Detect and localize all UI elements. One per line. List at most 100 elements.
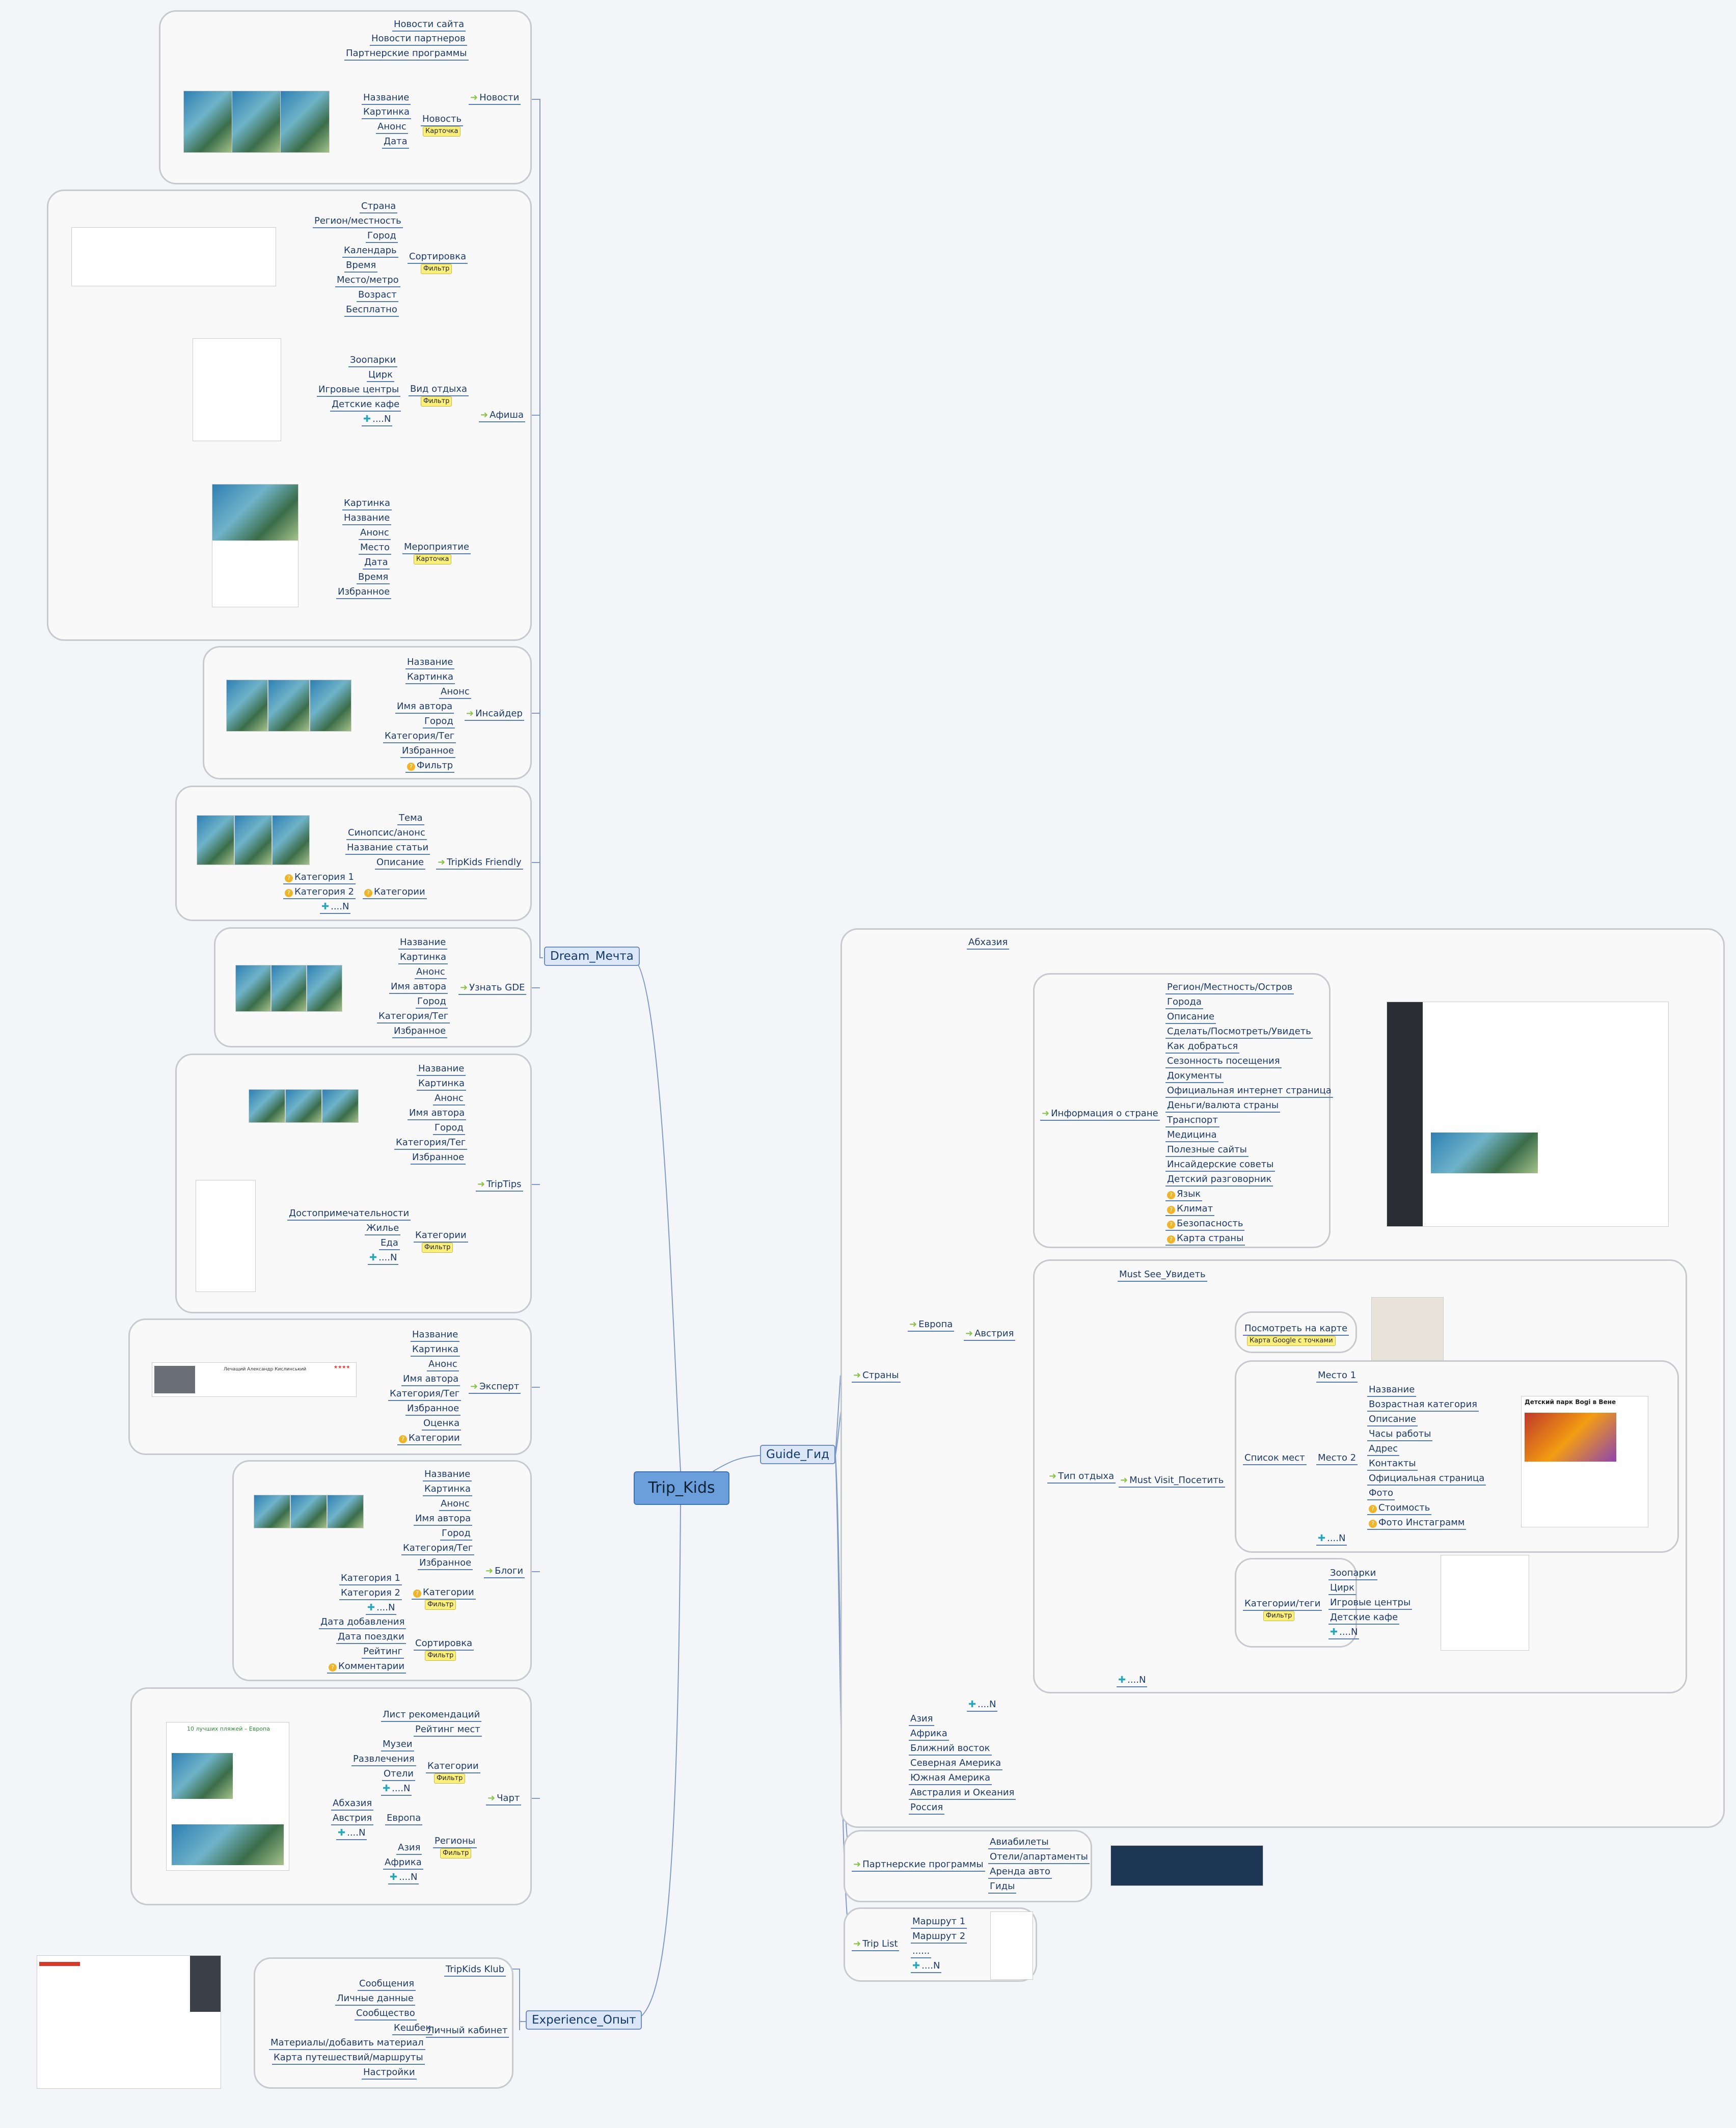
expert-node[interactable]: ➜Эксперт <box>469 1381 521 1394</box>
triptips-item[interactable]: Картинка <box>417 1078 467 1091</box>
chart-europe-item[interactable]: Австрия <box>331 1812 374 1825</box>
country-info-item[interactable]: Города <box>1165 996 1203 1009</box>
europe-node[interactable]: ➜Европа <box>908 1318 955 1332</box>
tkf-item[interactable]: Синопсис/анонс <box>346 827 427 840</box>
sort-item[interactable]: Возраст <box>357 289 398 302</box>
country-info-item[interactable]: ?Карта страны <box>1165 1232 1245 1246</box>
blogs-cat-item[interactable]: Категория 2 <box>339 1587 402 1600</box>
rest-type-more[interactable]: ✚....N <box>1117 1674 1148 1687</box>
partner-item[interactable]: Аренда авто <box>988 1866 1052 1879</box>
place2-node[interactable]: Место 2 <box>1316 1452 1358 1465</box>
expert-cat[interactable]: ?Категории <box>397 1432 462 1445</box>
region-item[interactable]: Австралия и Океания <box>909 1787 1016 1800</box>
tkf-item[interactable]: Тема <box>397 812 424 825</box>
gde-node[interactable]: ➜Узнать GDE <box>458 982 527 995</box>
gde-item[interactable]: Категория/Тег <box>377 1010 450 1023</box>
country-info-item[interactable]: Медицина <box>1165 1129 1218 1142</box>
route-item[interactable]: Маршрут 1 <box>911 1916 967 1929</box>
insider-item[interactable]: Избранное <box>400 745 456 758</box>
place-item[interactable]: Официальная страница <box>1367 1472 1486 1486</box>
event-item[interactable]: Избранное <box>336 586 392 599</box>
expert-item[interactable]: Имя автора <box>401 1373 460 1386</box>
gde-item[interactable]: Город <box>416 995 448 1009</box>
sort-item[interactable]: Время <box>344 259 378 273</box>
country-info-item[interactable]: ?Язык <box>1165 1188 1203 1201</box>
rest-type-node[interactable]: ➜Тип отдыха <box>1047 1470 1116 1484</box>
chart-europe-item[interactable]: Абхазия <box>331 1797 374 1811</box>
chart-node[interactable]: ➜Чарт <box>486 1792 522 1806</box>
gde-item[interactable]: Избранное <box>392 1025 448 1038</box>
country-info-item[interactable]: Официальная интернет страница <box>1165 1085 1333 1098</box>
countries-node[interactable]: ➜Страны <box>852 1369 901 1383</box>
region-item[interactable]: Южная Америка <box>909 1772 992 1785</box>
rest-item[interactable]: Цирк <box>367 369 394 382</box>
expert-item[interactable]: Анонс <box>427 1358 459 1371</box>
places-node[interactable]: Список мест <box>1243 1452 1307 1465</box>
afisha-node[interactable]: ➜Афиша <box>479 409 525 422</box>
expert-item[interactable]: Оценка <box>422 1417 462 1431</box>
country-info-item[interactable]: Как добраться <box>1165 1040 1240 1054</box>
insider-item[interactable]: Имя автора <box>395 701 454 714</box>
place-item[interactable]: ?Стоимость <box>1367 1502 1432 1515</box>
news-item[interactable]: Партнерские программы <box>344 47 469 61</box>
gde-item[interactable]: Анонс <box>415 966 447 979</box>
insider-item[interactable]: Город <box>423 715 455 729</box>
region-item[interactable]: Азия <box>909 1713 935 1726</box>
tkf-cat[interactable]: ?Категории <box>363 886 427 899</box>
sort-item[interactable]: Место/метро <box>335 274 400 287</box>
tkf-cat-item[interactable]: ?Категория 2 <box>283 886 356 899</box>
place-item[interactable]: Адрес <box>1367 1443 1400 1456</box>
insider-filter[interactable]: ?Фильтр <box>405 760 455 773</box>
news-item[interactable]: Новости партнеров <box>370 33 467 46</box>
place-item[interactable]: ?Фото Инстаграмм <box>1367 1517 1467 1530</box>
cats-item[interactable]: Детские кафе <box>1328 1611 1400 1625</box>
insider-item[interactable]: Категория/Тег <box>383 730 456 743</box>
news-card-item[interactable]: Название <box>362 92 411 105</box>
triptips-item[interactable]: Город <box>433 1122 465 1135</box>
event-item[interactable]: Время <box>357 571 390 584</box>
event-item[interactable]: Дата <box>363 556 390 570</box>
chart-cat-item[interactable]: Лист рекомендаций <box>381 1709 482 1722</box>
news-card-item[interactable]: Анонс <box>376 121 408 134</box>
insider-node[interactable]: ➜Инсайдер <box>465 708 524 721</box>
cats-node[interactable]: Категории/теги <box>1243 1598 1322 1611</box>
blogs-sort[interactable]: Сортировка <box>414 1637 474 1651</box>
route-more[interactable]: ✚....N <box>911 1960 942 1973</box>
central-topic[interactable]: Trip_Kids <box>634 1471 729 1505</box>
cats-more[interactable]: ✚....N <box>1328 1626 1360 1639</box>
blogs-sort-item[interactable]: ?Комментарии <box>327 1660 406 1674</box>
news-node[interactable]: ➜Новости <box>469 92 521 105</box>
must-see-node[interactable]: Must See_Увидеть <box>1118 1269 1207 1282</box>
rest-item[interactable]: Зоопарки <box>348 354 398 367</box>
blogs-item[interactable]: Город <box>440 1527 472 1541</box>
blogs-item[interactable]: Категория/Тег <box>401 1542 475 1555</box>
expert-item[interactable]: Категория/Тег <box>388 1388 462 1401</box>
blogs-item[interactable]: Картинка <box>423 1483 473 1496</box>
cabinet-item[interactable]: Настройки <box>362 2066 417 2080</box>
view-map-node[interactable]: Посмотреть на карте <box>1243 1323 1349 1336</box>
place-item[interactable]: Часы работы <box>1367 1428 1433 1441</box>
experience-klub[interactable]: TripKids Klub <box>444 1963 506 1977</box>
triptips-node[interactable]: ➜TripTips <box>476 1178 523 1192</box>
blogs-item[interactable]: Название <box>423 1468 472 1481</box>
chart-europe[interactable]: Европа <box>385 1812 423 1825</box>
expert-item[interactable]: Название <box>411 1329 460 1342</box>
cats-item[interactable]: Игровые центры <box>1328 1597 1413 1610</box>
branch-dream[interactable]: Dream_Мечта <box>544 947 640 966</box>
gde-item[interactable]: Картинка <box>398 951 448 964</box>
region-item[interactable]: Северная Америка <box>909 1757 1003 1770</box>
blogs-sort-item[interactable]: Рейтинг <box>362 1646 404 1659</box>
cabinet-item[interactable]: Материалы/добавить материал <box>269 2037 425 2050</box>
europe-more[interactable]: ✚....N <box>967 1699 998 1712</box>
cabinet-item[interactable]: Сообщество <box>355 2007 417 2021</box>
chart-region-more[interactable]: ✚....N <box>388 1871 419 1884</box>
chart-cat-item[interactable]: Рейтинг мест <box>414 1723 482 1737</box>
places-more[interactable]: ✚....N <box>1316 1532 1347 1546</box>
news-card-item[interactable]: Картинка <box>362 106 412 119</box>
branch-guide[interactable]: Guide_Гид <box>760 1445 835 1464</box>
route-item[interactable]: ...... <box>911 1945 932 1958</box>
branch-experience[interactable]: Experience_Опыт <box>526 2010 642 2030</box>
blogs-cat[interactable]: ?Категории <box>412 1586 476 1600</box>
sort-item[interactable]: Страна <box>360 200 398 213</box>
triplist-node[interactable]: ➜Trip List <box>852 1938 900 1951</box>
